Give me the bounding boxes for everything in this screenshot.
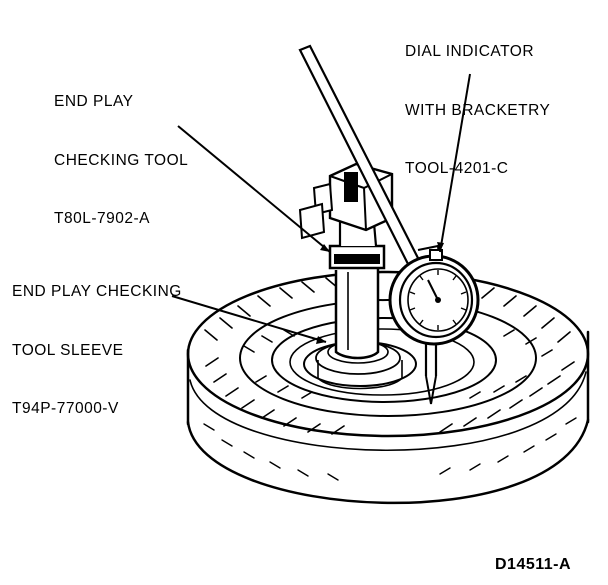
dial-indicator-label-line-2: WITH BRACKETRY <box>405 101 551 119</box>
end-play-tool-label-line-2: CHECKING TOOL <box>54 151 189 169</box>
dial-indicator-label: DIAL INDICATOR WITH BRACKETRY TOOL-4201-… <box>405 3 550 198</box>
tool-sleeve-label-line-3: T94P-77000-V <box>12 400 119 417</box>
end-play-tool-label: END PLAY CHECKING TOOL T80L-7902-A <box>54 53 188 248</box>
dial-indicator-graphic <box>388 244 480 405</box>
tool-sleeve-label-line-1: END PLAY CHECKING <box>12 283 182 300</box>
leader-lines <box>171 73 471 344</box>
figure-id: D14511-A <box>495 556 572 573</box>
dial-indicator-label-line-1: DIAL INDICATOR <box>405 43 535 60</box>
tool-sleeve-label: END PLAY CHECKING TOOL SLEEVE T94P-77000… <box>12 243 182 438</box>
end-play-tool-label-line-1: END PLAY <box>54 93 134 110</box>
tool-sleeve-label-line-2: TOOL SLEEVE <box>12 341 124 359</box>
dial-indicator-label-line-3: TOOL-4201-C <box>405 160 509 177</box>
tire <box>186 270 590 505</box>
end-play-tool-label-line-3: T80L-7902-A <box>54 210 150 227</box>
end-play-tool-graphic <box>298 44 422 360</box>
